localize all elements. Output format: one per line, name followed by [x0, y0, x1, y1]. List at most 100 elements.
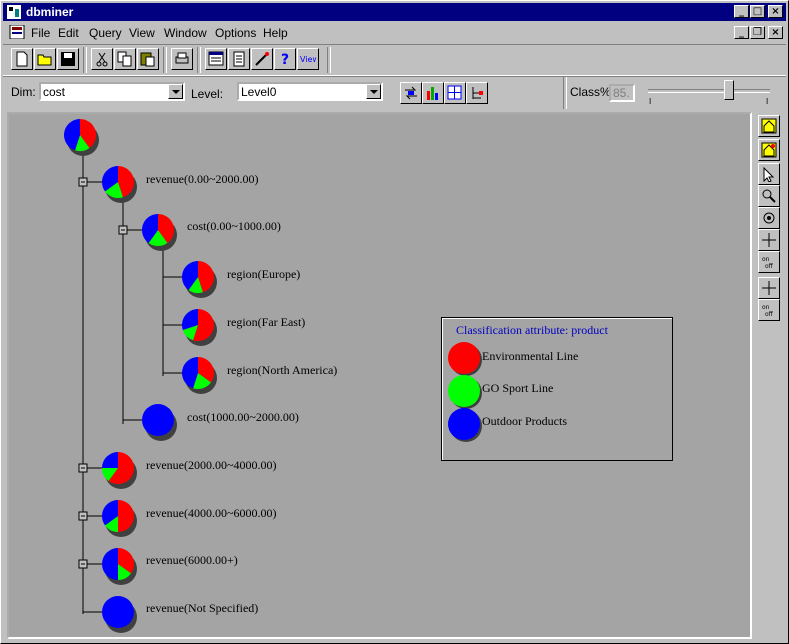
- save-button[interactable]: [57, 48, 79, 70]
- menu-edit[interactable]: Edit: [58, 26, 79, 40]
- node-label: revenue(4000.00~6000.00): [146, 506, 277, 520]
- menu-view[interactable]: View: [129, 26, 155, 40]
- node-label: region(Far East): [227, 315, 306, 329]
- svg-text:off: off: [765, 311, 774, 318]
- minimize-button[interactable]: _: [734, 5, 749, 18]
- dim-select[interactable]: cost: [39, 82, 185, 101]
- pie-slice: [198, 261, 214, 293]
- copy-button[interactable]: [114, 48, 136, 70]
- rotate-tool-button[interactable]: [758, 207, 780, 229]
- scissors-icon: [96, 52, 108, 67]
- level-select[interactable]: Level0: [237, 82, 383, 101]
- crosshair-icon: [762, 281, 776, 295]
- select-button[interactable]: [758, 163, 780, 185]
- class-pct-input[interactable]: 85.: [609, 84, 635, 102]
- menu-options[interactable]: Options: [215, 26, 257, 40]
- pie-slice: [102, 596, 134, 628]
- slider-track[interactable]: [648, 89, 770, 93]
- slider-thumb[interactable]: [724, 80, 734, 100]
- bar-chart-icon: [427, 87, 438, 100]
- bar-chart-button[interactable]: [422, 82, 444, 104]
- pie-slice: [80, 119, 96, 148]
- wizard-button[interactable]: [251, 48, 273, 70]
- level-label: Level:: [191, 87, 224, 101]
- menu-help[interactable]: Help: [263, 26, 288, 40]
- svg-text:on: on: [762, 304, 770, 311]
- help-button[interactable]: ?: [274, 48, 296, 70]
- zoom-button[interactable]: [758, 185, 780, 207]
- crosshair-button[interactable]: [758, 277, 780, 299]
- child-close-button[interactable]: ×: [768, 26, 783, 39]
- home-icon: [761, 118, 777, 134]
- pie-slice: [108, 452, 134, 484]
- chevron-down-icon[interactable]: [366, 84, 381, 99]
- home-back-button[interactable]: [758, 139, 780, 161]
- page-icon: [233, 51, 245, 67]
- window-title: dbminer: [26, 5, 74, 19]
- class-pct-label: Class%: [570, 85, 611, 99]
- pie-slice: [102, 166, 118, 192]
- maximize-button[interactable]: □: [750, 5, 765, 18]
- pie-slice: [148, 230, 168, 246]
- document-button[interactable]: [228, 48, 250, 70]
- move-arrows-icon: [762, 233, 776, 247]
- pie-slice: [102, 548, 118, 580]
- document-icon[interactable]: [9, 25, 25, 39]
- node-label: revenue(6000.00+): [146, 553, 238, 567]
- pie-slice: [105, 182, 123, 198]
- home-button[interactable]: [758, 115, 780, 137]
- paste-button[interactable]: [137, 48, 159, 70]
- pie-slice: [118, 548, 134, 574]
- cut-button[interactable]: [91, 48, 113, 70]
- grid-button[interactable]: [444, 82, 466, 104]
- pie-slice: [142, 404, 174, 436]
- legend-swatch-red: [448, 342, 480, 374]
- menu-query[interactable]: Query: [89, 26, 122, 40]
- menu-file[interactable]: File: [31, 26, 51, 40]
- legend: Classification attribute: product Enviro…: [441, 317, 673, 461]
- legend-swatch-blue: [448, 408, 480, 440]
- pan-button[interactable]: [758, 229, 780, 251]
- node-label: cost(1000.00~2000.00): [187, 410, 299, 424]
- child-restore-button[interactable]: ❐: [750, 26, 765, 39]
- pie-slice: [182, 325, 198, 341]
- view-icon: View: [300, 55, 316, 64]
- app-icon[interactable]: [6, 4, 22, 20]
- pie-slice: [141, 214, 158, 243]
- pie-slice: [102, 452, 118, 468]
- open-button[interactable]: [34, 48, 56, 70]
- paste-icon: [140, 52, 155, 67]
- print-button[interactable]: [171, 48, 193, 70]
- properties-button[interactable]: [205, 48, 227, 70]
- legend-item: Environmental Line: [482, 349, 579, 363]
- svg-text:off: off: [765, 263, 774, 270]
- node-label: region(North America): [227, 363, 338, 377]
- magic-wand-icon: [255, 52, 269, 66]
- pointer-arrow-icon: [763, 166, 775, 182]
- node-label: revenue(0.00~2000.00): [146, 172, 259, 186]
- close-button[interactable]: ×: [768, 5, 783, 18]
- legend-swatch-green: [448, 375, 480, 407]
- rotate-arrows-icon: [405, 86, 417, 100]
- pie-slice: [118, 500, 134, 532]
- save-disk-icon: [61, 52, 75, 66]
- child-minimize-button[interactable]: _: [734, 26, 749, 39]
- tree-button[interactable]: [466, 82, 488, 104]
- new-button[interactable]: [11, 48, 33, 70]
- view-button[interactable]: View: [297, 48, 319, 70]
- rotate-button[interactable]: [400, 82, 422, 104]
- menu-window[interactable]: Window: [164, 26, 207, 40]
- pie-slice: [101, 500, 118, 526]
- tree-icon: [472, 87, 483, 99]
- title-bar[interactable]: dbminer _ □ ×: [3, 3, 786, 21]
- dimension-bar: Dim: cost Level: Level0 Class% 85. I I: [3, 76, 786, 110]
- chevron-down-icon[interactable]: [168, 84, 183, 99]
- pie-slice: [118, 564, 131, 580]
- tree-canvas[interactable]: revenue(0.00~2000.00) cost(0.00~1000.00)…: [7, 112, 752, 639]
- pie-slice: [181, 357, 198, 389]
